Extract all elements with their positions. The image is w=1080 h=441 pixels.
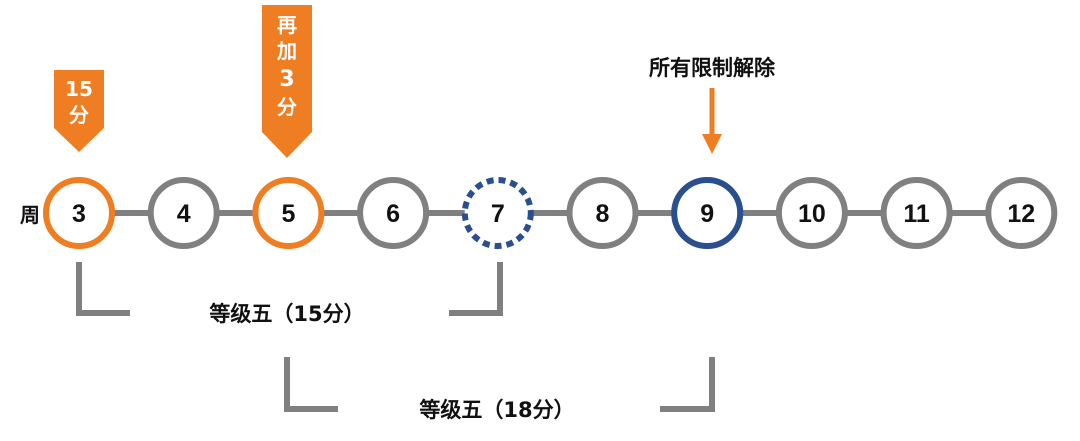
- bracket-level-18-right: [660, 357, 715, 412]
- week-node-8: 8: [566, 177, 639, 249]
- week3-callout-shape: [54, 70, 104, 152]
- restriction-arrow-head: [702, 134, 722, 154]
- restriction-lifted-label: 所有限制解除: [649, 56, 776, 80]
- week-node-12: 12: [985, 177, 1058, 249]
- week-node-9: 9: [671, 177, 744, 249]
- week-node-label-8: 8: [596, 200, 610, 228]
- week5-callout-line2: 加: [276, 39, 297, 63]
- week3-callout-line1: 15: [65, 77, 93, 101]
- week5-callout: 再 加 3 分: [262, 5, 312, 158]
- week-node-5: 5: [252, 177, 325, 249]
- week-node-label-3: 3: [72, 200, 86, 228]
- week-node-circle-12: [985, 177, 1058, 249]
- week-node-label-11: 11: [903, 200, 930, 228]
- week3-callout-line2: 分: [69, 103, 89, 127]
- week-node-circle-6: [357, 177, 430, 249]
- week3-callout: 15 分: [54, 70, 104, 152]
- week-node-circle-8: [566, 177, 639, 249]
- week-node-circle-4: [147, 177, 220, 249]
- week-node-11: 11: [880, 177, 953, 249]
- week-node-circle-11: [880, 177, 953, 249]
- week-node-circle-3: [43, 177, 115, 249]
- timeline-nodes: 3 4 5 6 7 8 9 10 11 12: [43, 177, 1058, 249]
- week5-callout-line1: 再: [277, 13, 297, 37]
- week-node-7: 7: [461, 177, 534, 249]
- bracket-level-15-right: [449, 262, 503, 316]
- week5-callout-line3: 3: [279, 67, 294, 92]
- week5-callout-line4: 分: [277, 95, 297, 119]
- restriction-lifted-marker: 所有限制解除: [649, 56, 776, 154]
- bracket-level-15-left: [76, 262, 130, 316]
- week-node-label-5: 5: [281, 200, 295, 228]
- week-node-label-10: 10: [798, 200, 826, 228]
- week-node-label-12: 12: [1007, 200, 1035, 228]
- week-node-circle-9: [671, 177, 744, 249]
- week-node-3: 3: [43, 177, 115, 249]
- bracket-level-15-label: 等级五（15分）: [209, 302, 364, 326]
- week-node-4: 4: [147, 177, 220, 249]
- week-node-label-9: 9: [700, 200, 714, 228]
- week-node-10: 10: [775, 177, 848, 249]
- week-node-6: 6: [357, 177, 430, 249]
- week-label: 周: [20, 203, 40, 227]
- bracket-level-18: 等级五（18分）: [284, 357, 715, 422]
- week-node-circle-5: [252, 177, 325, 249]
- week-node-circle-7: [461, 177, 534, 249]
- week-node-label-7: 7: [491, 200, 505, 228]
- bracket-level-15: 等级五（15分）: [76, 262, 503, 326]
- week-node-circle-10: [775, 177, 848, 249]
- week-node-label-4: 4: [177, 200, 191, 228]
- bracket-level-18-label: 等级五（18分）: [419, 398, 574, 422]
- bracket-level-18-left: [284, 357, 338, 412]
- week-node-label-6: 6: [386, 200, 400, 228]
- week5-callout-shape: [262, 5, 312, 158]
